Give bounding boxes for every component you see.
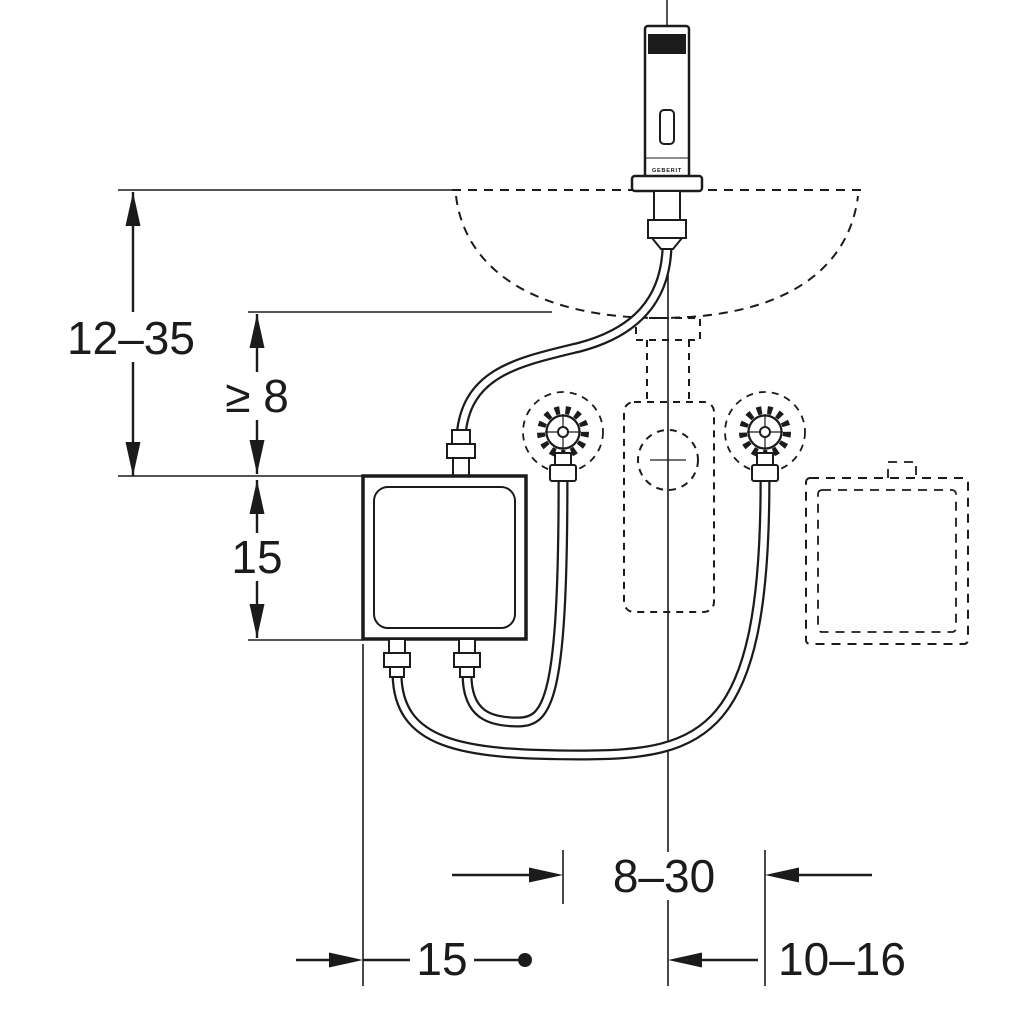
valve-flange-dashed [724, 391, 806, 473]
tap-brand-label: GEBERIT [652, 168, 682, 174]
trap-body [623, 401, 715, 613]
valve-stem [756, 452, 774, 466]
label-bg [598, 852, 730, 900]
hose-to-left-valve-inner [463, 480, 567, 726]
label-bg [213, 372, 301, 420]
tap-mounting-nut [647, 219, 687, 239]
label-bg [225, 533, 289, 581]
box-bottom-stem-right [458, 638, 476, 654]
power-supply-notch [887, 461, 917, 478]
reference-lines [118, 189, 766, 986]
arrow-right [329, 952, 363, 968]
dim-min-gap: ≥ 8 [225, 370, 289, 422]
dimension-labels: 12–35 ≥ 8 15 8–30 15 10–16 [54, 312, 906, 985]
power-supply-inner [817, 489, 957, 633]
box-bottom-nipple-right [459, 666, 475, 678]
trap-circle [637, 429, 699, 491]
box-inner [373, 486, 516, 629]
valve-stem [554, 452, 572, 466]
angle-valve-right [724, 391, 806, 482]
label-bg [54, 312, 208, 362]
label-bg [410, 935, 474, 983]
tap-supply-hose-inner [457, 247, 671, 437]
arrow-right [529, 867, 563, 883]
arrow-down [125, 442, 141, 476]
tap-outlet-band [648, 34, 686, 54]
valve-center [759, 426, 771, 438]
dim-height-range: 12–35 [67, 312, 195, 364]
drain-flange [635, 317, 701, 341]
box-bottom-nut-left [383, 652, 411, 668]
washbasin-outline [452, 189, 862, 320]
basin-bowl-curve [455, 195, 859, 320]
dimension-dot [518, 953, 532, 967]
valve-flange-dashed [522, 391, 604, 473]
power-supply-outline [805, 461, 969, 645]
box-top-stem [452, 457, 470, 477]
dim-center-offset: 10–16 [778, 933, 906, 985]
hoses [391, 247, 771, 761]
drain-trap-outline [623, 317, 715, 613]
sensor-tap [630, 0, 704, 250]
angle-valve-left [522, 391, 604, 482]
arrow-left [765, 867, 799, 883]
tap-sensor-window [659, 109, 675, 145]
valve-nut [751, 464, 779, 482]
arrow-left [668, 952, 702, 968]
box-top-nut [446, 443, 476, 459]
tap-hose-cone [649, 237, 685, 250]
arrow-up [249, 480, 265, 514]
arrow-down [249, 604, 265, 638]
dim-box-width: 15 [416, 933, 467, 985]
valve-center [557, 426, 569, 438]
power-supply-outer [805, 477, 969, 645]
tap-escutcheon [630, 174, 704, 193]
dim-box-height: 15 [231, 531, 282, 583]
box-top-nipple [451, 429, 471, 445]
valve-nut [549, 464, 577, 482]
arrow-up [249, 314, 265, 348]
hose-to-right-valve-inner [393, 480, 769, 759]
box-bottom-stem-left [388, 638, 406, 654]
tap-mounting-shaft [653, 190, 681, 222]
function-box [361, 429, 528, 678]
arrow-up [125, 192, 141, 226]
arrow-down [249, 440, 265, 474]
box-bottom-nipple-left [389, 666, 405, 678]
box-bottom-nut-right [453, 652, 481, 668]
dim-valve-span: 8–30 [613, 850, 715, 902]
